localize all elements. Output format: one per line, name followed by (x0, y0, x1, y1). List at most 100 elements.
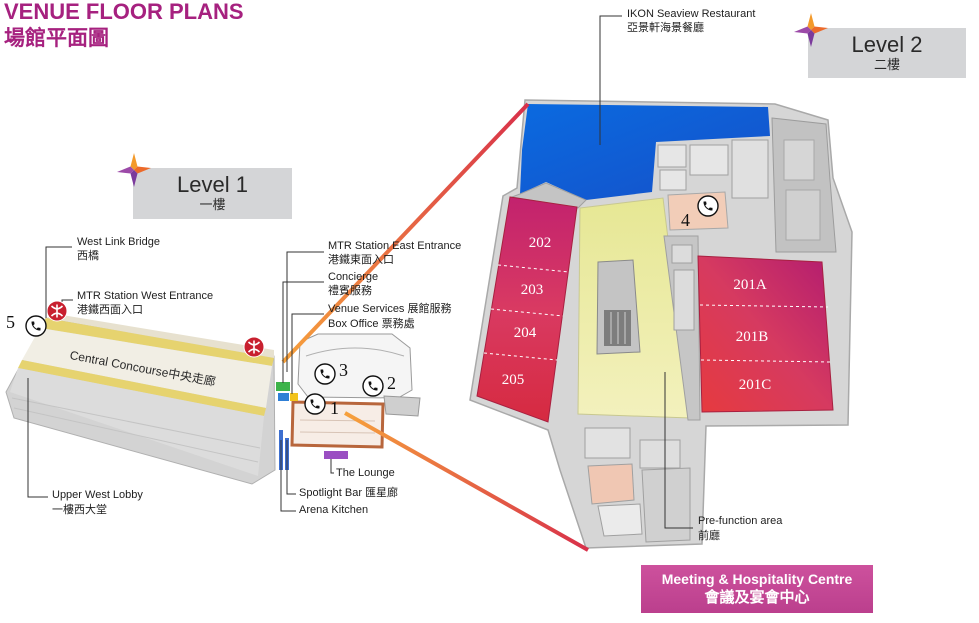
arena-kitchen-detail (299, 431, 376, 434)
banner-title-chinese: 會議及宴會中心 (704, 589, 810, 606)
mtr-east-entrance-label-chinese: 港鐵東面入口 (328, 254, 394, 266)
lobby-stripe (13, 407, 259, 463)
phone-graphic (362, 375, 384, 397)
leader-spotlight-bar (286, 440, 296, 495)
room-201b-label: 201B (735, 329, 769, 345)
concierge-label: Concierge (328, 271, 379, 283)
phone-number-1: 1 (330, 398, 339, 418)
arena-roof-line (305, 347, 405, 357)
box-office-label: Box Office 票務處 (328, 318, 415, 330)
leader-upper-west-lobby (27, 378, 48, 498)
service-block-window (783, 139, 815, 181)
service-room (587, 463, 635, 505)
mtr-west-entrance-label: MTR Station West Entrance (77, 290, 214, 302)
room-201a-label: 201A (733, 277, 767, 293)
leader-restaurant (599, 15, 622, 145)
lobby-stripe (11, 397, 261, 449)
star-logo-icon (116, 152, 152, 188)
phone-number-4: 4 (681, 210, 690, 230)
concierge-marker (276, 382, 290, 391)
box-office-marker (290, 393, 298, 401)
venue-services-label: Venue Services 展館服務 (328, 303, 452, 315)
upper-west-lobby-label-chinese: 一樓西大堂 (52, 504, 107, 516)
service-room (659, 169, 687, 191)
level2-label-chinese: 二樓 (873, 57, 900, 72)
phone-graphic (25, 315, 47, 337)
star-logo-graphic (794, 13, 828, 47)
level1-badge: Level 1 一樓 (133, 168, 292, 219)
room-divider (700, 359, 832, 363)
room-203-label: 203 (520, 282, 544, 298)
service-room (641, 467, 691, 543)
zoom-connector-bottom (344, 411, 589, 552)
phone-number-3: 3 (339, 360, 348, 380)
leader-lines (27, 15, 693, 529)
room-divider (490, 308, 564, 317)
banner-title: Meeting & Hospitality Centre (661, 571, 853, 587)
room-divider (483, 352, 558, 361)
leader-prefunction (664, 372, 693, 529)
lower-service-rooms (584, 427, 691, 543)
venue-services-marker (278, 393, 289, 401)
arena-kitchen-label: Arena Kitchen (299, 504, 369, 516)
spotlight-bar-label: Spotlight Bar 匯星廊 (299, 487, 399, 499)
mtr-east-entrance-label: MTR Station East Entrance (328, 240, 462, 252)
level2-floor-plan (469, 99, 853, 549)
star-logo-graphic (117, 153, 151, 187)
service-room (584, 427, 631, 459)
concierge-label-chinese: 禮賓服務 (328, 285, 372, 297)
level2-badge: Level 2 二樓 (808, 28, 966, 78)
phone-graphic (314, 363, 336, 385)
room-205-label: 205 (501, 372, 525, 388)
page-title: VENUE FLOOR PLANS (4, 0, 244, 24)
phone-number-2: 2 (387, 373, 396, 393)
meeting-hospitality-centre-banner: Meeting & Hospitality Centre 會議及宴會中心 (641, 565, 873, 613)
mtr-west-entrance-label-chinese: 港鐵西面入口 (77, 304, 143, 316)
west-link-bridge-label: West Link Bridge (77, 236, 160, 248)
meeting-rooms-202-205 (476, 196, 578, 423)
prefunction-label: Pre-function area (698, 515, 783, 527)
service-room (639, 439, 681, 469)
meeting-rooms-201 (697, 255, 834, 413)
west-link-bridge-label-chinese: 西橋 (77, 250, 99, 262)
phone-icon (697, 195, 719, 217)
mtr-logo-graphic (243, 336, 265, 358)
level1-label: Level 1 (177, 172, 248, 197)
service-block-window (785, 189, 821, 241)
prefunction-label-chinese: 前廳 (698, 530, 720, 542)
leader-arena-kitchen (280, 440, 296, 512)
central-concourse-surface (22, 328, 272, 408)
phone-graphic (304, 393, 326, 415)
leader-mtr-east (286, 251, 324, 372)
wall-room (673, 269, 695, 331)
west-link-walkway (46, 314, 274, 358)
room-204-label: 204 (513, 325, 537, 341)
ikon-restaurant-area (520, 104, 770, 200)
phone-icon (25, 315, 47, 337)
leader-the-lounge (330, 459, 334, 474)
star-logo-icon (793, 12, 829, 48)
level1-floor-plan (5, 314, 421, 485)
mtr-logo-graphic (46, 300, 68, 322)
leader-west-link-bridge (45, 246, 72, 318)
upper-west-lobby-label: Upper West Lobby (52, 489, 143, 501)
page-title-chinese: 場館平面圖 (4, 27, 109, 50)
room-202-label: 202 (528, 235, 552, 251)
concourse-stripe (18, 360, 266, 416)
walkway-stripe (40, 318, 274, 366)
room-201c-label: 201C (738, 377, 772, 393)
phone-graphic (697, 195, 719, 217)
phone-number-5: 5 (6, 312, 15, 332)
restaurant-label: IKON Seaview Restaurant (627, 8, 756, 20)
service-room (731, 139, 769, 199)
arena-annex (383, 395, 421, 417)
phone-icon (362, 375, 384, 397)
service-room (657, 144, 687, 168)
level1-label-chinese: 一樓 (199, 197, 226, 212)
level2-label: Level 2 (851, 32, 923, 57)
leader-venue-services (291, 313, 324, 394)
phone-icon (304, 393, 326, 415)
phone-icon (314, 363, 336, 385)
mtr-logo-icon (46, 300, 68, 322)
